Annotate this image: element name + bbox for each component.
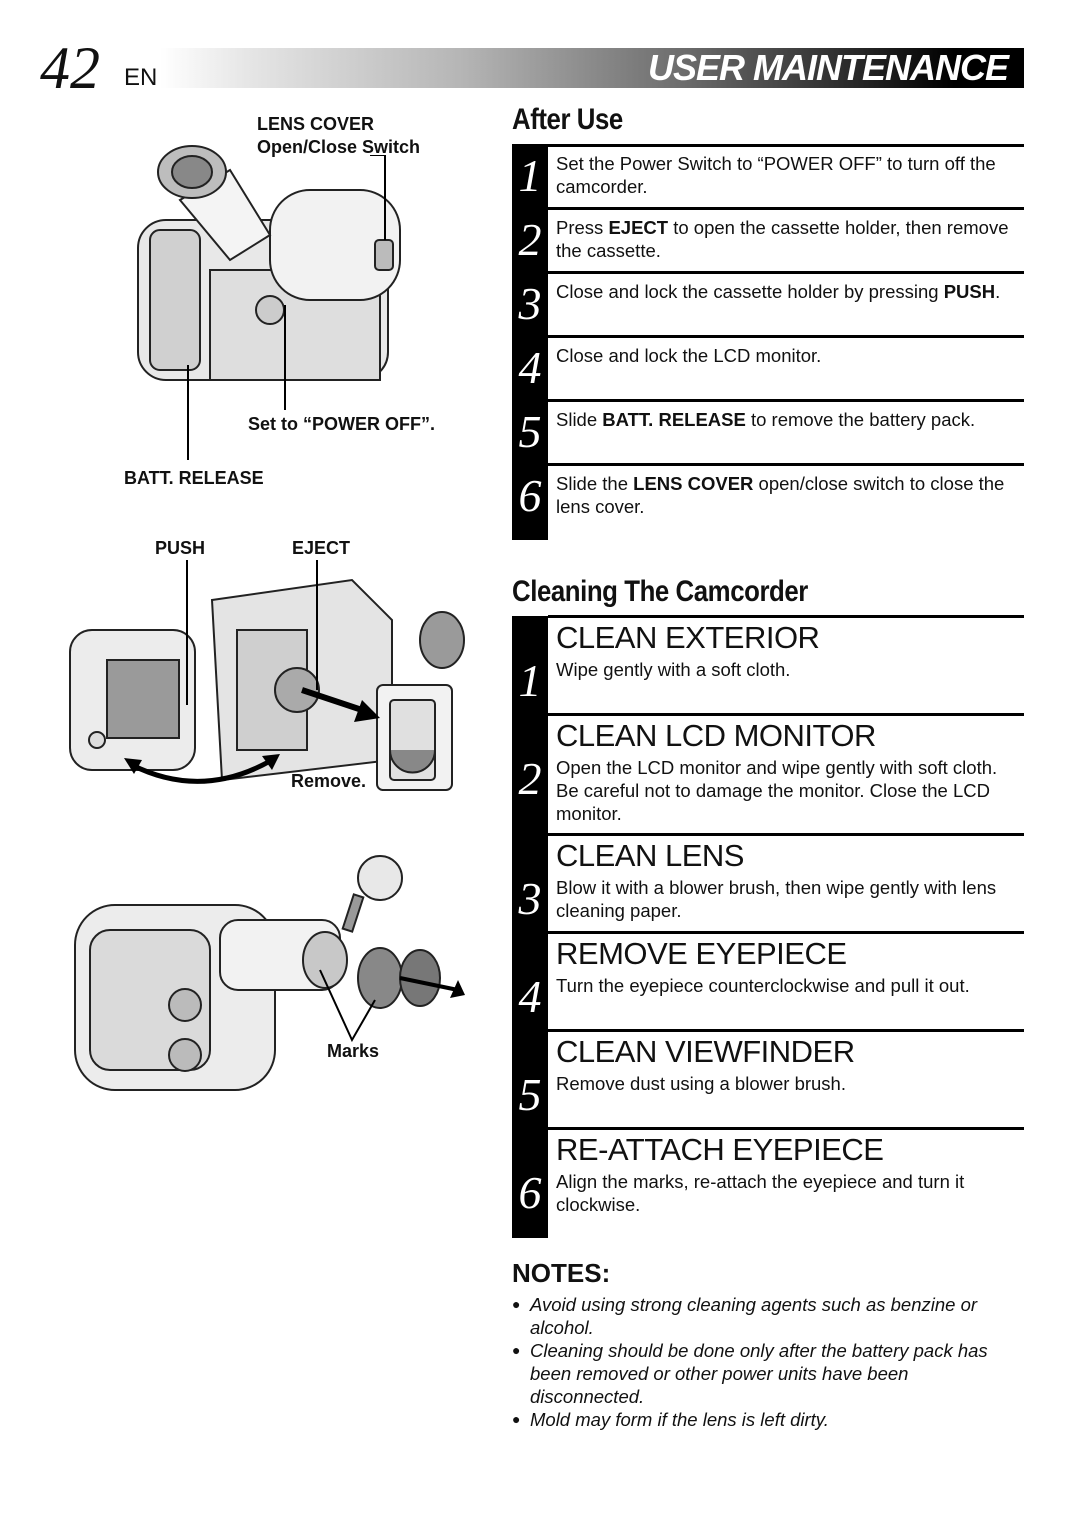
note-item: ● Mold may form if the lens is left dirt…	[512, 1409, 829, 1430]
cleaning-step-title: RE-ATTACH EYEPIECE	[556, 1132, 884, 1167]
page-number: 42	[40, 35, 100, 101]
set-power-off-label: Set to “POWER OFF”.	[248, 414, 435, 434]
cleaning-step-text: Wipe gently with a soft cloth.	[556, 659, 791, 680]
cleaning-step-title: CLEAN VIEWFINDER	[556, 1034, 855, 1069]
after-use-step-number: 4	[512, 336, 548, 400]
bullet-icon: ●	[512, 1411, 521, 1427]
cleaning-heading: Cleaning The Camcorder	[512, 575, 808, 608]
cleaning-step-number: 1	[512, 616, 548, 714]
batt-release-label: BATT. RELEASE	[124, 468, 264, 488]
after-use-heading: After Use	[512, 103, 623, 136]
step-divider	[548, 931, 1024, 934]
cleaning-step-number: 2	[512, 714, 548, 834]
cleaning-step-text: Open the LCD monitor and wipe gently wit…	[556, 757, 998, 824]
fig1-leader-lines	[187, 155, 386, 460]
open-close-switch-label: Open/Close Switch	[257, 137, 421, 157]
cleaning-step-text: Blow it with a blower brush, then wipe g…	[556, 877, 997, 921]
cleaning-step-number: 5	[512, 1030, 548, 1128]
step-divider	[548, 335, 1024, 338]
cleaning-step-text: Turn the eyepiece counterclockwise and p…	[556, 975, 970, 996]
after-use-step-number: 3	[512, 272, 548, 336]
eject-label: EJECT	[292, 538, 351, 558]
cleaning-step-text: Align the marks, re-attach the eyepiece …	[556, 1171, 965, 1215]
step-divider	[548, 399, 1024, 402]
after-use-step-number: 1	[512, 144, 548, 208]
step-divider	[548, 207, 1024, 210]
after-use-step-number: 2	[512, 208, 548, 272]
camcorder-cassette-illustration	[69, 560, 465, 791]
step-divider	[548, 615, 1024, 618]
after-use-step-number: 6	[512, 464, 548, 540]
step-divider	[548, 1029, 1024, 1032]
cleaning-step-title: CLEAN LCD MONITOR	[556, 718, 876, 753]
cleaning-step-title: CLEAN LENS	[556, 838, 744, 873]
after-use-step-text: Slide the LENS COVER open/close switch t…	[556, 473, 1005, 517]
cleaning-step-number: 6	[512, 1128, 548, 1238]
push-label: PUSH	[155, 538, 206, 558]
after-use-step-number: 5	[512, 400, 548, 464]
note-item: ● Cleaning should be done only after the…	[512, 1340, 988, 1407]
camcorder-power-off-illustration	[137, 145, 401, 381]
section-title: USER MAINTENANCE	[647, 47, 1009, 88]
notes-heading: NOTES:	[512, 1258, 611, 1288]
after-use-step-text: Press EJECT to open the cassette holder,…	[556, 217, 1009, 261]
camcorder-eyepiece-illustration	[74, 855, 465, 1091]
note-item: ● Avoid using strong cleaning agents suc…	[512, 1294, 978, 1338]
remove-label: Remove.	[291, 771, 367, 791]
cleaning-step-number: 4	[512, 932, 548, 1030]
step-divider	[548, 713, 1024, 716]
step-divider	[548, 1127, 1024, 1130]
after-use-step-text: Close and lock the LCD monitor.	[556, 345, 822, 366]
after-use-step-text: Set the Power Switch to “POWER OFF” to t…	[556, 153, 996, 197]
step-divider	[548, 144, 1024, 147]
bullet-icon: ●	[512, 1342, 521, 1358]
header-gradient-bar	[160, 48, 1024, 88]
after-use-step-text: Slide BATT. RELEASE to remove the batter…	[556, 409, 976, 430]
step-divider	[548, 463, 1024, 466]
after-use-step-text: Close and lock the cassette holder by pr…	[556, 281, 1001, 302]
marks-label: Marks	[327, 1041, 380, 1061]
cleaning-step-title: CLEAN EXTERIOR	[556, 620, 820, 655]
cleaning-step-text: Remove dust using a blower brush.	[556, 1073, 846, 1094]
cleaning-step-title: REMOVE EYEPIECE	[556, 936, 847, 971]
page-language: EN	[124, 64, 158, 91]
lens-cover-label: LENS COVER	[257, 114, 375, 134]
cleaning-step-number: 3	[512, 834, 548, 932]
step-divider	[548, 271, 1024, 274]
bullet-icon: ●	[512, 1296, 521, 1312]
step-divider	[548, 833, 1024, 836]
